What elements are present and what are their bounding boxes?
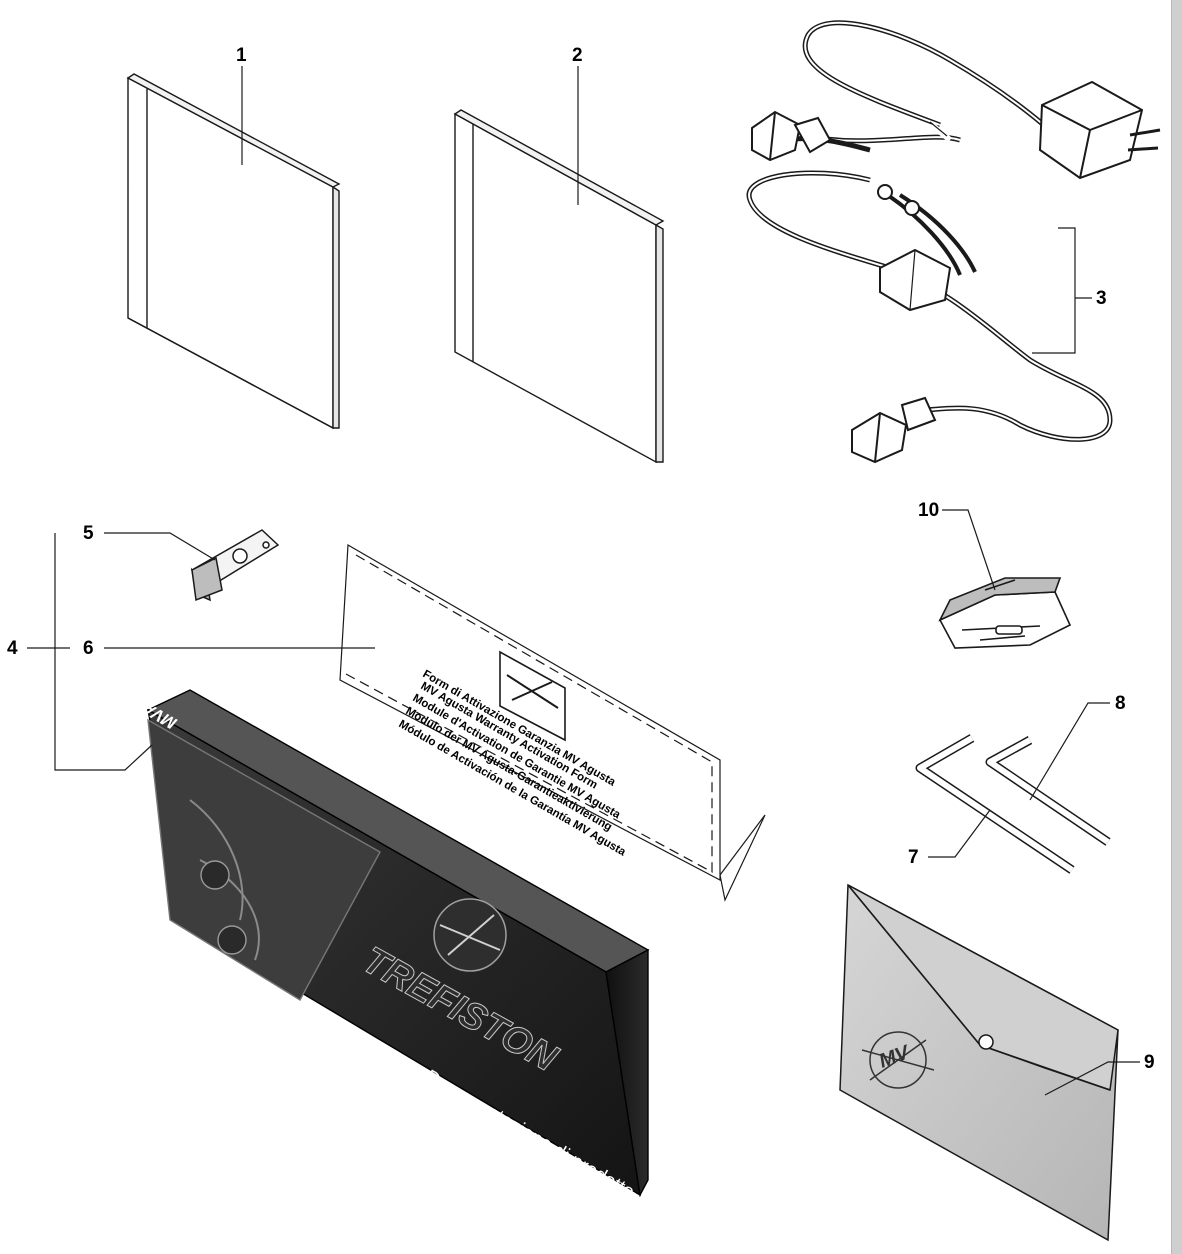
manual-2 <box>453 109 665 464</box>
manual-1 <box>126 73 341 430</box>
battery-charger-cable <box>746 20 1161 464</box>
product-documentation-box <box>146 689 650 1198</box>
usb-key <box>190 529 280 602</box>
callout-5: 5 <box>83 523 94 544</box>
warranty-form <box>339 543 766 902</box>
callout-10: 10 <box>918 500 940 521</box>
leader-lines <box>27 66 1140 1096</box>
callout-3: 3 <box>1096 288 1107 309</box>
envelope <box>839 883 1119 1242</box>
callout-4: 4 <box>7 638 18 659</box>
callout-2: 2 <box>572 45 583 66</box>
hex-key-7 <box>915 734 1075 874</box>
callout-9: 9 <box>1144 1052 1155 1073</box>
cable-clip <box>938 577 1072 649</box>
callout-8: 8 <box>1115 693 1126 714</box>
mv-logo-emblem <box>861 1031 935 1089</box>
vertical-scrollbar[interactable] <box>1171 0 1182 1254</box>
hex-key-8 <box>985 736 1111 846</box>
callout-6: 6 <box>83 638 94 659</box>
callout-7: 7 <box>908 847 919 868</box>
mv-logo-box <box>433 898 507 972</box>
callout-1: 1 <box>236 45 247 66</box>
